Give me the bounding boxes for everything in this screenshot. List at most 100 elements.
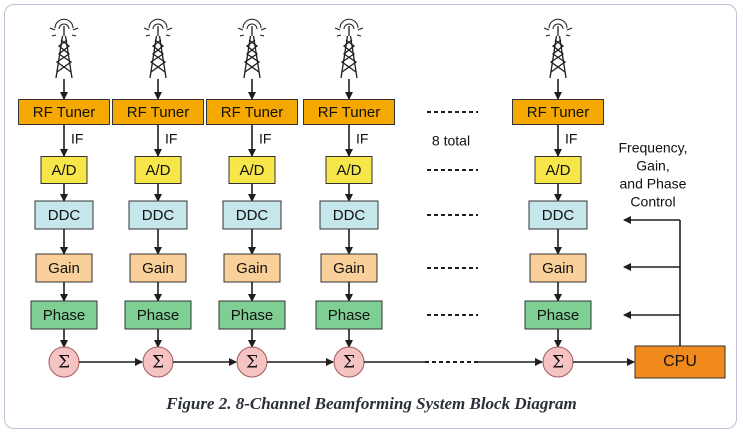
tower-leg-right	[64, 35, 73, 79]
tower-ray-right	[566, 27, 573, 31]
if-label: IF	[356, 131, 368, 147]
total-channels-label: 8 total	[432, 133, 470, 149]
if-label: IF	[165, 131, 177, 147]
ddc-block-box	[222, 200, 282, 230]
tower-ray-left	[543, 27, 550, 31]
ad-converter-block-box	[134, 156, 182, 184]
phase-block-label: Phase	[43, 307, 86, 324]
ddc-block-label: DDC	[236, 207, 269, 224]
tower-ray-right-low	[259, 34, 265, 37]
ddc-block-box	[319, 200, 379, 230]
phase-block-box	[124, 300, 192, 330]
rf-tuner-block-label: RF Tuner	[33, 104, 96, 121]
tower-ray-left	[237, 27, 244, 31]
summer-node: Σ	[236, 346, 268, 378]
rf-tuner-block-box	[512, 99, 604, 125]
rf-tuner-block: RF Tuner	[206, 99, 298, 125]
gain-block-label: Gain	[333, 260, 365, 277]
gain-block: Gain	[223, 253, 281, 283]
ad-converter-block-box	[325, 156, 373, 184]
gain-block-box	[320, 253, 378, 283]
rf-tuner-block: RF Tuner	[303, 99, 395, 125]
tower-ray-right-low	[165, 34, 171, 37]
tower-brace-a	[341, 39, 358, 73]
antenna-tower-icon	[237, 18, 267, 79]
phase-block-label: Phase	[328, 307, 371, 324]
tower-wave-0	[552, 23, 564, 30]
ddc-block: DDC	[528, 200, 588, 230]
phase-block: Phase	[124, 300, 192, 330]
tower-wave-1	[148, 18, 168, 29]
ad-converter-block-box	[534, 156, 582, 184]
tower-wave-0	[343, 23, 355, 30]
tower-brace-b	[55, 39, 72, 73]
tower-ray-left-low	[145, 34, 151, 37]
ddc-block-box	[34, 200, 94, 230]
tower-ray-left-low	[51, 34, 57, 37]
ddc-block-label: DDC	[333, 207, 366, 224]
rf-tuner-block: RF Tuner	[18, 99, 110, 125]
ad-converter-block-box	[40, 156, 88, 184]
tower-leg-left	[55, 35, 64, 79]
summer-symbol: Σ	[246, 353, 258, 373]
tower-brace-b	[149, 39, 166, 73]
tower-brace-a	[56, 39, 73, 73]
if-label: IF	[259, 131, 271, 147]
gain-block: Gain	[129, 253, 187, 283]
rf-tuner-block-label: RF Tuner	[318, 104, 381, 121]
ddc-block: DDC	[34, 200, 94, 230]
tower-ray-right-low	[356, 34, 362, 37]
phase-block-label: Phase	[537, 307, 580, 324]
tower-ray-right	[166, 27, 173, 31]
ddc-block: DDC	[222, 200, 282, 230]
rf-tuner-block-label: RF Tuner	[221, 104, 284, 121]
ddc-block-label: DDC	[542, 207, 575, 224]
phase-block: Phase	[30, 300, 98, 330]
tower-ray-left	[143, 27, 150, 31]
ddc-block: DDC	[128, 200, 188, 230]
summer-node: Σ	[542, 346, 574, 378]
tower-brace-a	[150, 39, 167, 73]
summer-node: Σ	[142, 346, 174, 378]
ad-converter-block-label: A/D	[239, 162, 264, 179]
ad-converter-block: A/D	[134, 156, 182, 184]
rf-tuner-block-box	[112, 99, 204, 125]
gain-block-label: Gain	[236, 260, 268, 277]
ad-converter-block-label: A/D	[51, 162, 76, 179]
gain-block: Gain	[320, 253, 378, 283]
tower-leg-left	[340, 35, 349, 79]
tower-leg-left	[149, 35, 158, 79]
ad-converter-block: A/D	[534, 156, 582, 184]
tower-leg-right	[158, 35, 167, 79]
tower-wave-1	[242, 18, 262, 29]
tower-ray-right	[72, 27, 79, 31]
antenna-tower-icon	[49, 18, 79, 79]
cpu-block: CPU	[634, 345, 726, 379]
ad-converter-block-label: A/D	[545, 162, 570, 179]
if-label: IF	[565, 131, 577, 147]
rf-tuner-block-label: RF Tuner	[527, 104, 590, 121]
ad-converter-block: A/D	[40, 156, 88, 184]
summer-node: Σ	[48, 346, 80, 378]
summer-symbol: Σ	[343, 353, 355, 373]
summer-symbol: Σ	[58, 353, 70, 373]
phase-block: Phase	[524, 300, 592, 330]
tower-wave-1	[54, 18, 74, 29]
figure-caption: Figure 2. 8-Channel Beamforming System B…	[166, 394, 577, 413]
phase-block: Phase	[315, 300, 383, 330]
tower-ray-left	[334, 27, 341, 31]
rf-tuner-block: RF Tuner	[112, 99, 204, 125]
phase-block-box	[218, 300, 286, 330]
tower-ray-left-low	[239, 34, 245, 37]
tower-brace-b	[549, 39, 566, 73]
rf-tuner-block-box	[206, 99, 298, 125]
control-label-line: Control	[630, 194, 675, 210]
tower-ray-left	[49, 27, 56, 31]
rf-tuner-block-box	[303, 99, 395, 125]
